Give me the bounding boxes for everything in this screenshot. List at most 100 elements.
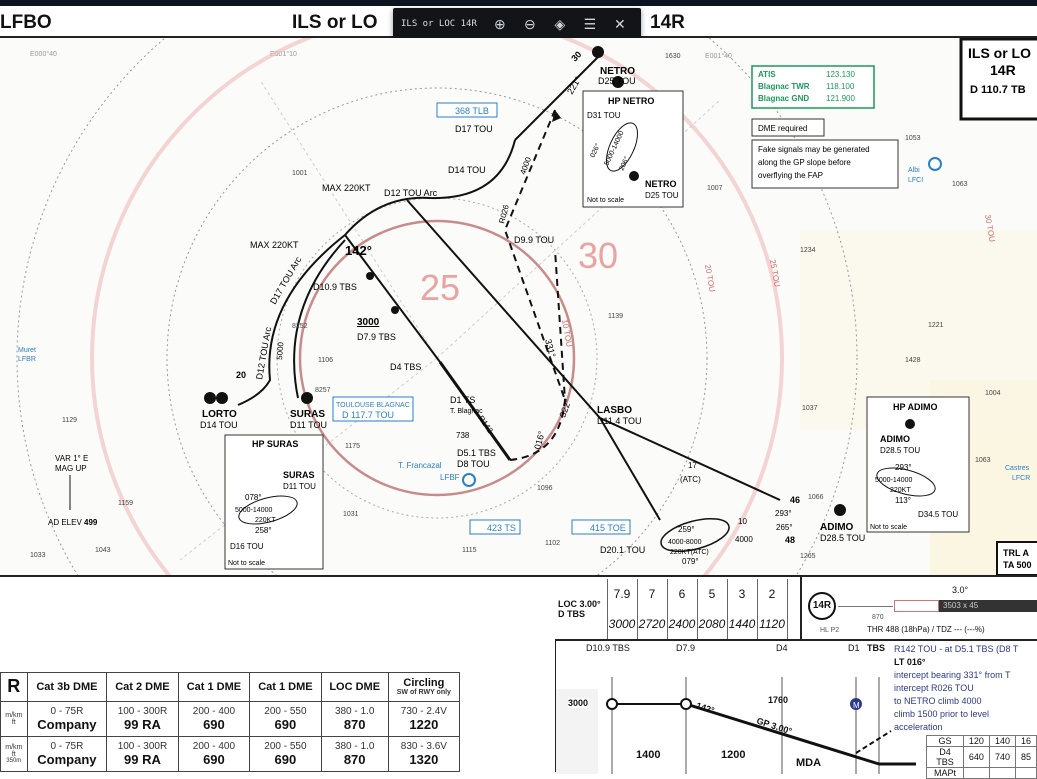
coord-label: E001°10: [270, 50, 297, 58]
map-label: D7.9 TBS: [357, 332, 396, 342]
ndb-label[interactable]: 368 TLB: [455, 106, 489, 116]
loc-table-subtitle: D TBS: [558, 609, 585, 619]
dme-ring: [16, 38, 858, 575]
svg-text:1159: 1159: [118, 500, 133, 507]
ident-freq: D 110.7 TB: [970, 84, 1026, 96]
svg-text:1115: 1115: [462, 547, 477, 554]
close-icon[interactable]: ✕: [613, 15, 626, 32]
layers-icon[interactable]: ☰: [583, 15, 597, 32]
ndb-label[interactable]: 423 TS: [487, 523, 516, 533]
loc-table-title: LOC 3.00°: [558, 599, 601, 609]
svg-text:D11 TOU: D11 TOU: [283, 482, 316, 491]
heading-box: 46: [790, 495, 800, 505]
svg-text:1063: 1063: [952, 181, 968, 188]
svg-text:293°: 293°: [895, 463, 912, 472]
svg-text:Blagnac GND: Blagnac GND: [758, 94, 809, 103]
runway-diagram: 14R 3503 x 45 3.0° 870 HL P2 THR 488 (18…: [800, 577, 1037, 639]
svg-text:HP NETRO: HP NETRO: [608, 96, 654, 106]
svg-text:113°: 113°: [895, 496, 911, 505]
note-box: [751, 139, 899, 189]
vor-freq: D 117.7 TOU: [342, 410, 394, 420]
variation-label: VAR 1° E: [55, 454, 88, 463]
map-label: D12 TOU Arc: [384, 188, 438, 198]
svg-text:1007: 1007: [707, 185, 723, 192]
ndb-label[interactable]: 415 TOE: [590, 523, 626, 533]
svg-text:1175: 1175: [345, 443, 360, 450]
hold-box-suras: HP SURAS SURAS D11 TOU 078° 5000-14000 2…: [224, 434, 324, 570]
missed-line: climb 1500 prior to level: [894, 709, 990, 719]
msa-sector-30: 30: [578, 235, 618, 276]
chart-title-runway: 14R: [650, 12, 685, 33]
track-label: 142°: [345, 243, 372, 258]
svg-text:8257: 8257: [315, 387, 331, 394]
minima-header: Cat 3b DME: [26, 672, 108, 702]
waypoint-dist: D11 TOU: [290, 420, 327, 430]
hold-label: 293°: [775, 509, 792, 518]
waypoint-dist: D25 TOU: [598, 76, 636, 86]
route-lasbo-hold: [599, 417, 661, 521]
map-label: D1 TS: [450, 395, 475, 405]
svg-text:HP SURAS: HP SURAS: [252, 439, 298, 449]
svg-text:1102: 1102: [545, 540, 560, 547]
airport-label: LFBF: [440, 473, 460, 482]
map-label: D14 TOU: [448, 165, 486, 175]
runway-elev: 870: [872, 614, 884, 621]
svg-text:1129: 1129: [62, 417, 77, 424]
window-top-bar: [0, 0, 1037, 6]
approach-plan-view[interactable]: E000°40 E001°10 E001°40 25 30 10 TOU 20 …: [0, 38, 1037, 575]
waypoint-lorto[interactable]: LORTO: [202, 409, 237, 420]
transition-box: [996, 541, 1037, 575]
profile-graphic: M: [556, 677, 916, 774]
waypoint-dist: D28.5 TOU: [820, 533, 865, 543]
airport-label: LFCR: [1012, 475, 1030, 482]
route-netro-in: [514, 54, 601, 141]
svg-text:Not to scale: Not to scale: [870, 524, 907, 531]
map-label: (ATC): [680, 475, 701, 484]
runway-dims: 3503 x 45: [939, 600, 1037, 612]
circling-note: SW of RWY only: [396, 689, 451, 697]
map-label: D4 TBS: [390, 362, 421, 372]
waypoint-netro[interactable]: NETRO: [600, 66, 635, 77]
svg-text:1234: 1234: [800, 247, 816, 254]
svg-text:1265: 1265: [800, 553, 816, 560]
profile-alt: 3000: [568, 698, 589, 708]
dme-ring: [166, 87, 708, 575]
svg-text:121.900: 121.900: [826, 94, 855, 103]
speed-limit-label: MAX 220KT: [250, 240, 299, 250]
map-label: D10.9 TBS: [313, 282, 357, 292]
chart-toolbar: ILS or LOC 14R ⊕ ⊖ ◈ ☰ ✕: [393, 8, 641, 40]
ndb-box: [469, 519, 521, 535]
svg-text:078°: 078°: [245, 493, 262, 502]
airport-francazal-icon: [462, 473, 476, 487]
svg-text:ADIMO: ADIMO: [880, 434, 910, 444]
minima-header: Cat 1 DME: [249, 672, 322, 702]
frequency-box: [751, 65, 875, 109]
svg-text:1066: 1066: [808, 494, 824, 501]
profile-mda: MDA: [796, 757, 822, 769]
note-line: along the GP slope before: [758, 158, 851, 167]
note-line: Fake signals may be generated: [758, 145, 870, 154]
waypoint-suras[interactable]: SURAS: [290, 409, 325, 420]
svg-text:1221: 1221: [928, 322, 944, 329]
zoom-in-icon[interactable]: ⊕: [493, 15, 506, 32]
ident-runway: 14R: [990, 62, 1016, 78]
speed-limit-label: MAX 220KT: [322, 183, 371, 193]
vor-name[interactable]: TOULOUSE BLAGNAC: [336, 402, 410, 409]
svg-text:1139: 1139: [608, 313, 623, 320]
svg-text:5000-14000: 5000-14000: [235, 507, 272, 514]
waypoint-adimo[interactable]: ADIMO: [820, 522, 854, 533]
map-label: D8 TOU: [457, 459, 490, 469]
profile-fix: D1: [848, 643, 860, 653]
recenter-icon[interactable]: ◈: [554, 15, 566, 32]
coord-label: E001°40: [705, 52, 732, 60]
waypoint-lasbo[interactable]: LASBO: [597, 405, 632, 416]
minima-table: R Cat 3b DME Cat 2 DME Cat 1 DME Cat 1 D…: [0, 672, 461, 773]
svg-text:D34.5 TOU: D34.5 TOU: [918, 510, 958, 519]
altitude-label: 3000: [357, 317, 380, 328]
zoom-out-icon[interactable]: ⊖: [523, 15, 536, 32]
hold-label: 259°: [678, 525, 695, 534]
waypoint-icon: [592, 46, 604, 58]
waypoint-dist: D11.4 TOU: [597, 416, 642, 426]
